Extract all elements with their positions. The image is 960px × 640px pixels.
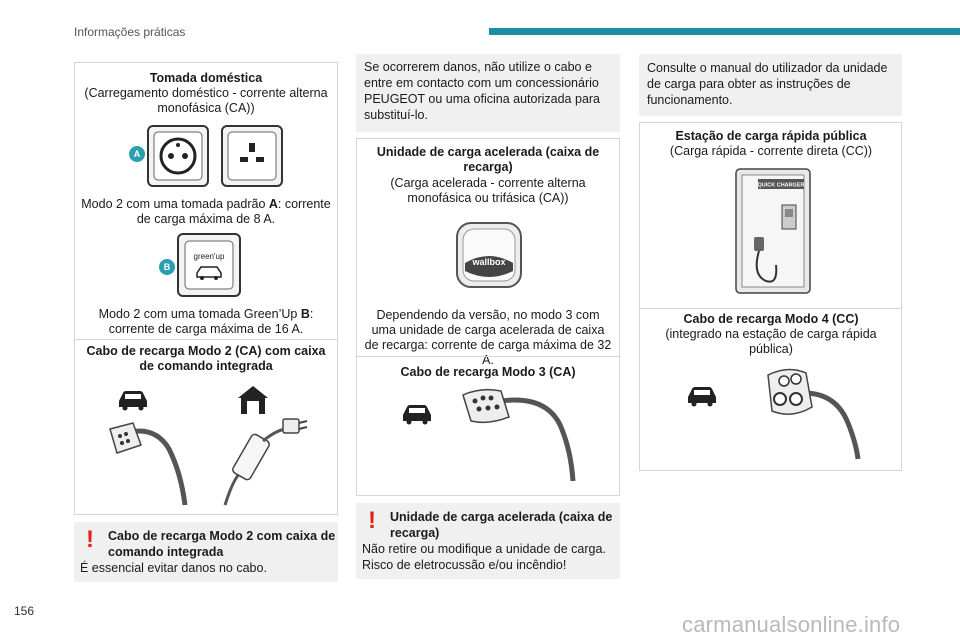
greenup-label: green'up bbox=[194, 252, 225, 261]
section-divider bbox=[357, 356, 619, 357]
damage-note-panel: Se ocorrerem danos, não utilize o cabo e… bbox=[356, 54, 620, 132]
warning-title: Cabo de recarga Modo 2 com caixa de coma… bbox=[108, 529, 336, 559]
wallbox-panel: Unidade de carga acelerada (caixa de rec… bbox=[356, 138, 620, 496]
damage-note-text: Se ocorrerem danos, não utilize o cabo e… bbox=[364, 60, 601, 122]
manual-note-panel: Consulte o manual do utilizador da unida… bbox=[639, 54, 902, 116]
warning-title: Unidade de carga acelerada (caixa de rec… bbox=[390, 510, 613, 540]
wallbox-subtitle: (Carga acelerada - corrente alterna mono… bbox=[390, 176, 586, 205]
mode3-plug-icon bbox=[462, 388, 576, 482]
quick-charger-station-icon: QUICK CHARGER bbox=[735, 168, 811, 294]
car-icon bbox=[119, 391, 147, 411]
wallbox-title: Unidade de carga acelerada (caixa de rec… bbox=[376, 145, 600, 174]
warning-panel-wallbox: ! Unidade de carga acelerada (caixa de r… bbox=[356, 503, 620, 579]
greenup-socket-icon: green'up bbox=[177, 233, 241, 297]
cable-mode2-title: Cabo de recarga Modo 2 (CA) com caixa de… bbox=[86, 344, 326, 373]
wallbox-logo: wallbox bbox=[471, 257, 505, 267]
header-accent-bar bbox=[489, 28, 960, 35]
section-title: Informações práticas bbox=[74, 25, 186, 39]
socket-subtitle: (Carregamento doméstico - corrente alter… bbox=[84, 86, 328, 115]
fast-charge-panel: Estação de carga rápida pública (Carga r… bbox=[639, 122, 902, 471]
mode4-subtitle: (integrado na estação de carga rápida pú… bbox=[665, 327, 877, 356]
warning-panel-cable: ! Cabo de recarga Modo 2 com caixa de co… bbox=[74, 522, 338, 582]
car-icon bbox=[403, 405, 431, 425]
mode3-title: Cabo de recarga Modo 3 (CA) bbox=[400, 365, 576, 379]
type2-plug-icon bbox=[109, 422, 188, 506]
home-socket-panel: Tomada doméstica (Carregamento doméstico… bbox=[74, 62, 338, 515]
house-icon bbox=[238, 386, 268, 414]
control-box-cable-icon bbox=[223, 418, 308, 506]
mode2-greenup-text: Modo 2 com uma tomada Green’Up B: corren… bbox=[98, 307, 314, 336]
manual-note-text: Consulte o manual do utilizador da unida… bbox=[647, 61, 888, 107]
station-sign: QUICK CHARGER bbox=[757, 183, 804, 189]
section-divider bbox=[640, 308, 901, 309]
callout-a: A bbox=[129, 146, 145, 162]
ccs-plug-icon bbox=[767, 368, 861, 460]
socket-title: Tomada doméstica bbox=[149, 71, 263, 85]
wallbox-device-icon: wallbox bbox=[456, 222, 522, 288]
callout-b: B bbox=[159, 259, 175, 275]
warning-icon: ! bbox=[368, 507, 376, 534]
watermark: carmanualsonline.info bbox=[682, 612, 901, 637]
mode4-title: Cabo de recarga Modo 4 (CC) bbox=[683, 312, 859, 326]
warning-text: Não retire ou modifique a unidade de car… bbox=[362, 542, 606, 572]
warning-icon: ! bbox=[86, 526, 94, 553]
uk-socket-icon bbox=[221, 125, 283, 187]
wallbox-text: Dependendo da versão, no modo 3 com uma … bbox=[364, 308, 612, 367]
car-icon bbox=[688, 387, 716, 407]
station-subtitle: (Carga rápida - corrente direta (CC)) bbox=[669, 144, 873, 158]
mode2-standard-text: Modo 2 com uma tomada padrão A: corrente… bbox=[81, 197, 331, 226]
section-divider bbox=[75, 339, 337, 340]
standard-socket-icon bbox=[147, 125, 209, 187]
page-number: 156 bbox=[14, 604, 35, 618]
warning-text: É essencial evitar danos no cabo. bbox=[80, 561, 267, 575]
station-title: Estação de carga rápida pública bbox=[675, 129, 867, 143]
